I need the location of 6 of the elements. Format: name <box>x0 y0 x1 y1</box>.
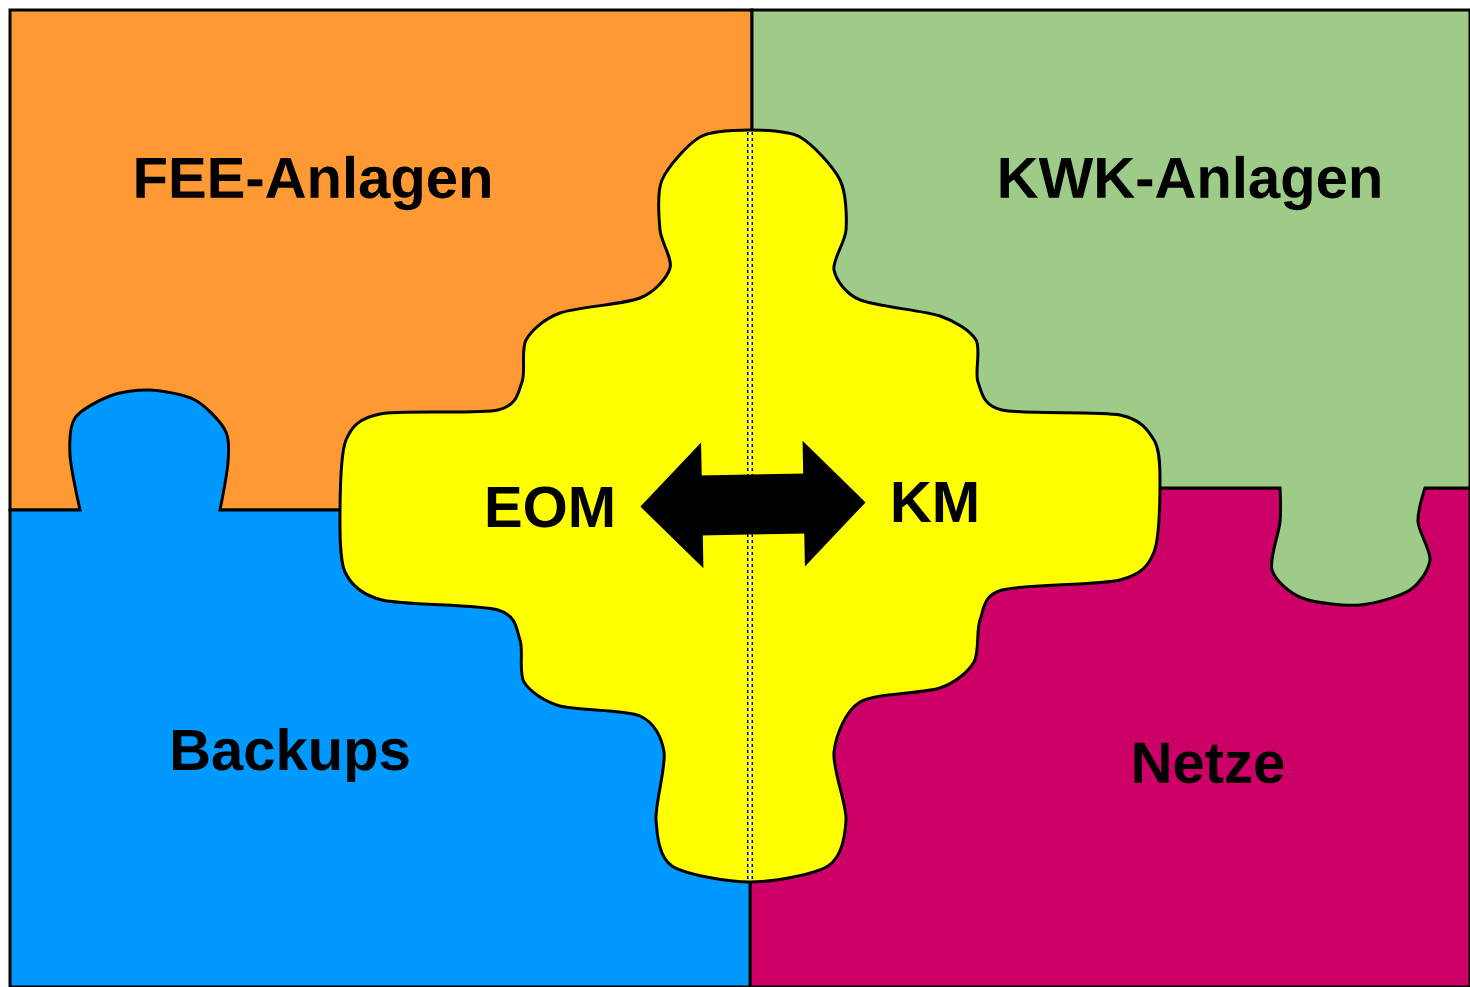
piece-label: EOM <box>487 486 613 528</box>
piece-label: Backups <box>173 727 409 782</box>
piece-label: KWK-Anlagen <box>1000 155 1380 211</box>
piece-label: Netze <box>1134 742 1284 784</box>
piece-label: FEE-Anlagen <box>136 155 490 211</box>
piece-label: KM <box>893 482 977 522</box>
